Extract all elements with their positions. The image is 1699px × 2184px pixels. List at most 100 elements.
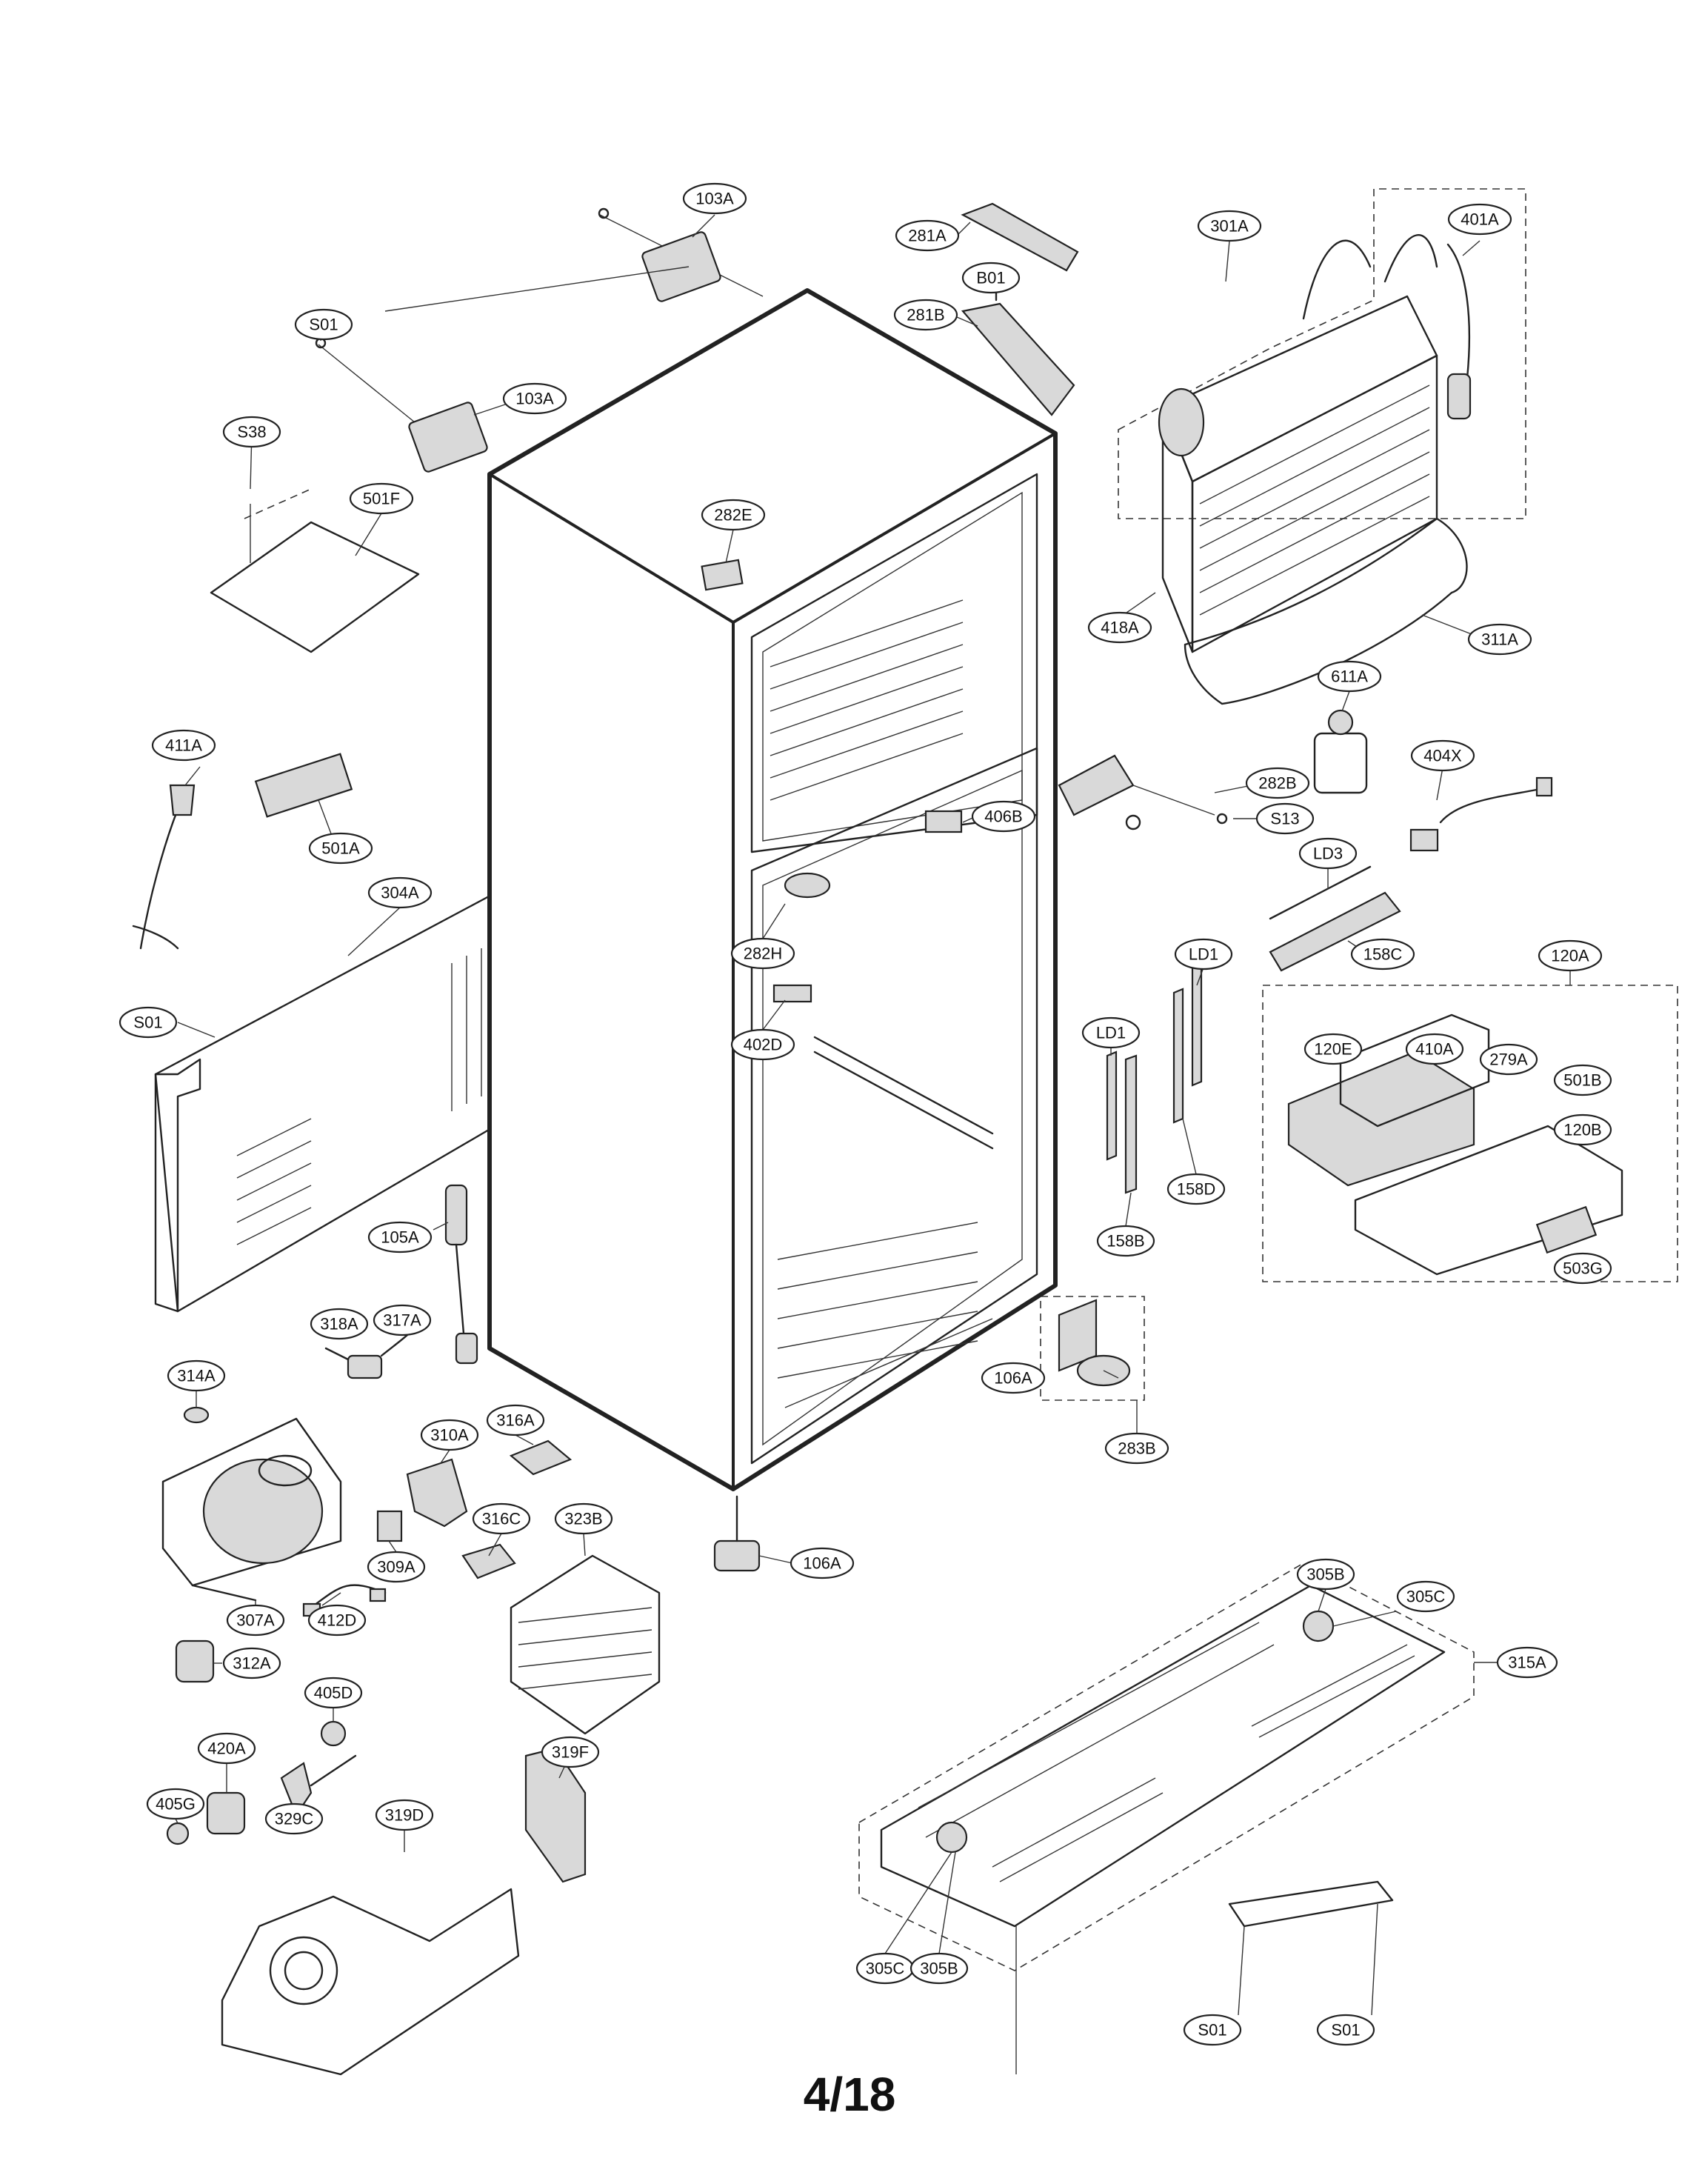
- callout-319d: 319D: [375, 1799, 434, 1831]
- callout-text: 305B: [1306, 1565, 1344, 1584]
- callout-120e: 120E: [1304, 1033, 1363, 1065]
- callout-501a: 501A: [308, 832, 373, 865]
- compressor-307a: [161, 1417, 342, 1602]
- part-405d: [320, 1720, 347, 1747]
- callout-text: 406B: [984, 808, 1022, 826]
- callout-305c-bottom: 305C: [855, 1952, 915, 1985]
- callout-281a: 281A: [895, 219, 960, 252]
- callout-316c: 316C: [472, 1502, 531, 1535]
- part-405g: [166, 1822, 190, 1845]
- motor-420a: [206, 1791, 246, 1835]
- callout-text: 158D: [1177, 1180, 1216, 1199]
- callout-text: LD3: [1313, 845, 1343, 863]
- callout-317a: 317A: [373, 1304, 432, 1336]
- dispenser-assembly-120a: [1262, 985, 1678, 1282]
- callout-310a: 310A: [420, 1419, 479, 1451]
- callout-304a: 304A: [367, 876, 433, 909]
- part-312a: [175, 1639, 215, 1683]
- callout-158c: 158C: [1350, 938, 1415, 971]
- callout-text: 402D: [744, 1036, 783, 1054]
- callout-text: 282H: [744, 945, 783, 963]
- callout-283b: 283B: [1104, 1432, 1169, 1465]
- callout-301a: 301A: [1197, 210, 1262, 242]
- callout-s01-bottom-right: S01: [1316, 2014, 1375, 2046]
- callout-text: 420A: [207, 1739, 246, 1758]
- callout-text: 418A: [1101, 619, 1139, 637]
- callout-s01-left: S01: [119, 1006, 178, 1039]
- callout-158d: 158D: [1166, 1173, 1226, 1205]
- part-503g: [1535, 1205, 1598, 1254]
- callout-420a: 420A: [197, 1732, 256, 1765]
- callout-281b: 281B: [893, 299, 958, 331]
- callout-501f: 501F: [349, 482, 414, 515]
- callout-text: 404X: [1423, 747, 1462, 765]
- callout-106a-right: 106A: [981, 1362, 1046, 1394]
- callout-318a: 318A: [310, 1308, 369, 1340]
- callout-text: 310A: [430, 1426, 469, 1445]
- part-402d: [772, 984, 812, 1003]
- roller-305c-bottom: [935, 1821, 968, 1854]
- part-103a-top: [641, 231, 721, 302]
- callout-text: 105A: [381, 1228, 419, 1247]
- part-310a: [406, 1458, 468, 1528]
- callout-314a: 314A: [167, 1359, 226, 1392]
- callout-158b: 158B: [1096, 1225, 1155, 1257]
- callout-text: 314A: [177, 1367, 216, 1385]
- callout-412d: 412D: [307, 1604, 367, 1637]
- callout-text: 279A: [1489, 1051, 1528, 1069]
- callout-s38: S38: [222, 416, 281, 448]
- callout-312a: 312A: [222, 1647, 281, 1679]
- callout-279a: 279A: [1479, 1043, 1538, 1076]
- ld1-left-strip: [1106, 1051, 1118, 1161]
- callout-309a: 309A: [367, 1551, 426, 1583]
- callout-text: 304A: [381, 884, 419, 902]
- condenser-323b: [510, 1554, 661, 1735]
- callout-501b: 501B: [1553, 1064, 1612, 1096]
- callout-406b: 406B: [971, 800, 1036, 833]
- callout-282b: 282B: [1245, 767, 1310, 799]
- callout-106a-bottom: 106A: [790, 1547, 855, 1579]
- callout-text: 281B: [907, 306, 944, 324]
- callout-text: B01: [976, 269, 1005, 287]
- crisper-grid: [777, 1222, 993, 1408]
- freezer-shelf-grid: [770, 599, 964, 801]
- lamp-cover-158c: [1269, 865, 1401, 972]
- callout-text: S01: [309, 316, 338, 334]
- part-158b: [1124, 1054, 1138, 1194]
- page-number: 4/18: [803, 2068, 896, 2121]
- callout-text: 305C: [1406, 1588, 1446, 1606]
- front-bracket: [1015, 1880, 1394, 2074]
- callout-405g: 405G: [146, 1788, 205, 1820]
- callout-text: 158B: [1106, 1232, 1144, 1251]
- leveling-foot-106a: [713, 1495, 761, 1572]
- vent-slots: [236, 948, 482, 1245]
- roller-305c-top: [1302, 1610, 1335, 1642]
- part-309a: [376, 1510, 403, 1542]
- top-hinge-group: [961, 202, 1079, 416]
- rear-cover-304a: [154, 895, 490, 1313]
- callout-text: 316A: [496, 1411, 535, 1430]
- callout-ld1-left: LD1: [1081, 1016, 1141, 1049]
- part-611a: [1313, 709, 1368, 794]
- callout-316a: 316A: [486, 1404, 545, 1436]
- callout-text: 282E: [714, 506, 752, 525]
- base-plate-315a: [858, 1562, 1475, 1971]
- callout-text: LD1: [1189, 945, 1218, 964]
- callout-text: 411A: [165, 736, 202, 755]
- callout-text: 307A: [236, 1611, 275, 1630]
- callout-text: S38: [237, 423, 266, 442]
- callout-text: 281A: [908, 227, 947, 245]
- callout-text: 405D: [314, 1684, 353, 1702]
- callout-405d: 405D: [304, 1677, 363, 1709]
- callout-text: 315A: [1508, 1654, 1546, 1672]
- part-281a: [961, 202, 1079, 272]
- callout-401a: 401A: [1447, 203, 1512, 236]
- callout-307a: 307A: [226, 1604, 285, 1637]
- part-401a-plug: [1446, 373, 1472, 420]
- pad-316c: [461, 1543, 516, 1579]
- callout-410a: 410A: [1405, 1033, 1464, 1065]
- callout-text: 316C: [482, 1510, 521, 1528]
- callout-315a: 315A: [1496, 1646, 1558, 1679]
- callout-text: 309A: [377, 1558, 415, 1577]
- callout-305b-top: 305B: [1296, 1558, 1355, 1591]
